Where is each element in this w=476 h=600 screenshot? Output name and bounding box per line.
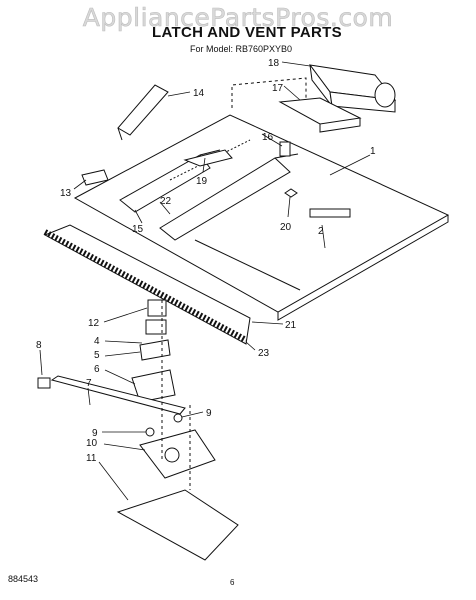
- callout-15: 15: [132, 224, 144, 235]
- callout-22: 22: [160, 196, 172, 207]
- callout-13: 13: [60, 188, 72, 199]
- vent-baffle: [117, 84, 169, 136]
- callout-labels: 1 2 4 5 6 7 8 9 9 10 11 12 13 14 15 16 1…: [36, 58, 376, 464]
- callout-9a: 9: [206, 408, 212, 419]
- callout-8: 8: [36, 340, 42, 351]
- vent-duct-left: [119, 154, 211, 213]
- callout-10: 10: [86, 438, 98, 449]
- callout-17: 17: [272, 83, 284, 94]
- page-number: 6: [230, 578, 235, 587]
- vent-outline: [231, 77, 307, 108]
- model-subtitle: For Model: RB760PXYB0: [190, 44, 293, 54]
- callout-21: 21: [285, 320, 297, 331]
- callout-16: 16: [262, 132, 274, 143]
- callout-5: 5: [94, 350, 100, 361]
- callout-7: 7: [86, 378, 92, 389]
- vent-clip: [279, 141, 291, 157]
- top-panel-edge: [277, 215, 449, 321]
- callout-2: 2: [318, 226, 324, 237]
- latch-spring: [284, 188, 298, 198]
- latch-strip: [309, 208, 351, 218]
- vent-plate: [81, 169, 109, 186]
- vent-duct-right: [159, 157, 291, 241]
- callout-9b: 9: [92, 428, 98, 439]
- diagram-title: LATCH AND VENT PARTS: [152, 24, 342, 41]
- callout-6: 6: [94, 364, 100, 375]
- latch-base-plate: [116, 489, 239, 561]
- latch-assembly: [37, 299, 239, 561]
- watermark-text: AppliancePartsPros.com: [82, 3, 394, 33]
- front-trim: [43, 224, 251, 345]
- document-number: 884543: [8, 574, 39, 584]
- callout-4: 4: [94, 336, 100, 347]
- top-panel: [73, 114, 450, 313]
- callout-12: 12: [88, 318, 100, 329]
- vent-lever: [183, 149, 233, 167]
- callout-14: 14: [193, 88, 205, 99]
- callout-11: 11: [86, 453, 97, 464]
- callout-19: 19: [196, 176, 208, 187]
- leader-lines: [39, 61, 371, 501]
- callout-20: 20: [280, 222, 292, 233]
- vent-housing: [308, 64, 397, 113]
- callout-23: 23: [258, 348, 270, 359]
- callout-1: 1: [370, 146, 376, 157]
- callout-18: 18: [268, 58, 280, 69]
